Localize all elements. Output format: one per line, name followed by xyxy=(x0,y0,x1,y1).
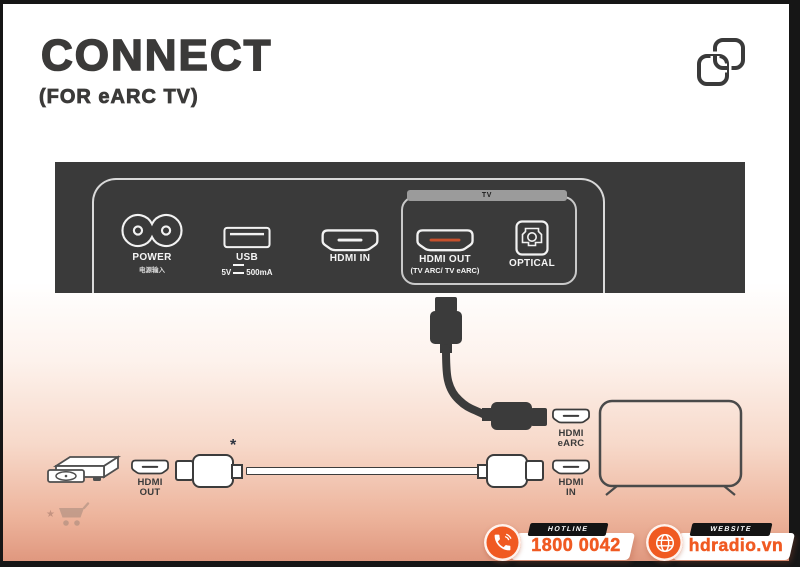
usb-volt: 5V xyxy=(221,268,232,277)
source-hdmi-out-label-line1: HDMI xyxy=(137,477,163,488)
website-url: hdradio.vn xyxy=(688,535,784,556)
source-hdmi-out-port-icon xyxy=(131,459,169,475)
tv-hdmi-in-label-line1: HDMI xyxy=(558,477,584,488)
dc-symbol-icon xyxy=(233,264,245,274)
cable-note-asterisk: * xyxy=(230,437,237,454)
tv-hdmi-in-port-icon xyxy=(552,459,590,475)
page-title: CONNECT xyxy=(40,30,273,81)
usb-current: 500mA xyxy=(246,268,273,277)
hotline-badge[interactable]: HOTLINE 1800 0042 xyxy=(484,522,642,562)
watermark-cart-icon xyxy=(59,502,90,526)
usb-spec: 5V 500mA xyxy=(201,264,293,278)
tv-earc-label-line1: HDMI xyxy=(558,428,584,439)
hotline-number: 1800 0042 xyxy=(531,535,621,556)
soundbar-rear-panel: POWER 电源输入 USB 5V 500mA HDMI IN TV HDMI O… xyxy=(55,162,745,293)
tv-group-tab: TV xyxy=(407,190,567,201)
optical-label: OPTICAL xyxy=(509,258,555,269)
tv-outline xyxy=(598,399,743,496)
power-port-icon xyxy=(121,214,183,247)
hotline-circle xyxy=(484,524,521,561)
usb-label: USB xyxy=(235,252,258,263)
tv-earc-label-line2: eARC xyxy=(557,438,585,449)
tv-hdmi-in-label-line2: IN xyxy=(566,487,576,498)
watermark-star: ★ xyxy=(46,509,55,520)
disc-player-icon xyxy=(47,455,122,483)
hdmi-in-port-icon xyxy=(321,229,379,252)
source-hdmi-out-label-line2: OUT xyxy=(139,487,161,498)
hdmi-out-port-icon xyxy=(416,229,474,252)
phone-icon xyxy=(494,533,512,551)
panel-inset-outline xyxy=(92,178,605,293)
website-badge[interactable]: WEBSITE hdradio.vn xyxy=(646,522,798,562)
globe-icon xyxy=(655,533,674,552)
website-circle xyxy=(646,524,683,561)
usb-port-icon xyxy=(223,226,271,249)
hdmi-cable-long xyxy=(246,467,484,475)
page-subtitle: (FOR eARC TV) xyxy=(39,86,199,109)
tv-earc-port-icon xyxy=(552,408,590,424)
link-connect-icon xyxy=(694,38,745,87)
hdmi-out-sublabel: (TV ARC/ TV eARC) xyxy=(410,266,480,275)
hdmi-in-label: HDMI IN xyxy=(329,253,371,264)
hdmi-cable-connector-left xyxy=(175,454,243,488)
power-label: POWER xyxy=(132,252,172,263)
hdmi-cable-connector-right xyxy=(477,454,544,488)
optical-port-icon xyxy=(515,220,549,256)
hdmi-cable-to-tv xyxy=(430,297,547,430)
hdmi-out-label: HDMI OUT xyxy=(419,254,471,265)
power-sublabel: 电源输入 xyxy=(139,267,165,274)
